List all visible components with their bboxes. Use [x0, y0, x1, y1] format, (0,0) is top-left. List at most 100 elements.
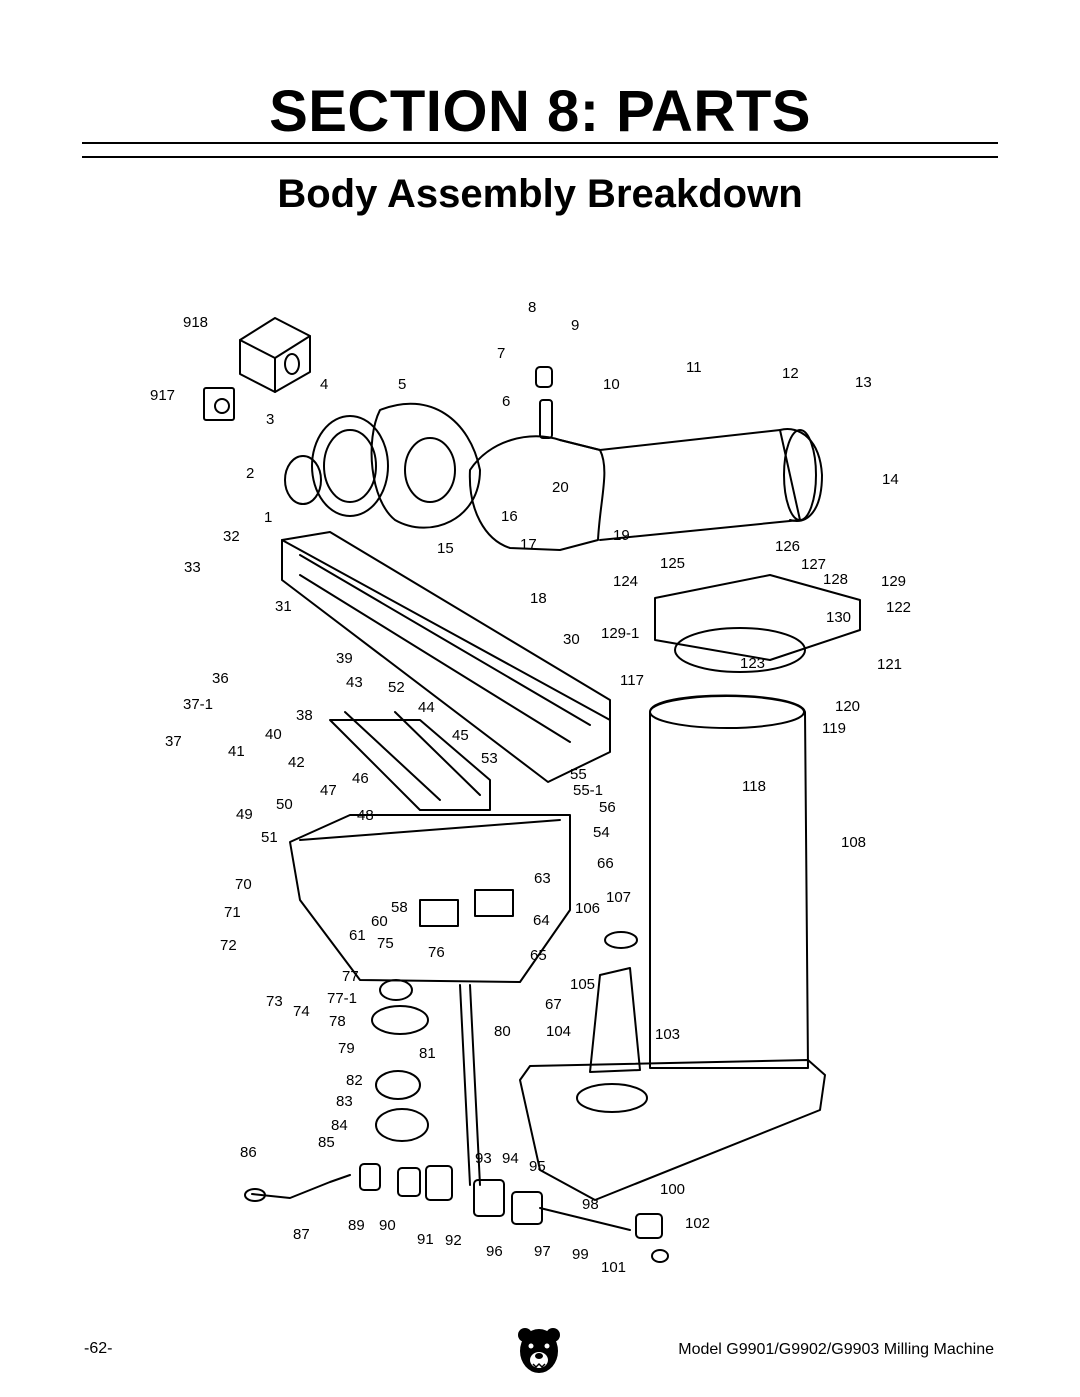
callout-label: 18 [530, 590, 547, 607]
callout-label: 63 [534, 870, 551, 887]
callout-label: 124 [613, 573, 638, 590]
callout-label: 122 [886, 599, 911, 616]
callout-label: 80 [494, 1023, 511, 1040]
callout-label: 106 [575, 900, 600, 917]
callout-label: 5 [398, 376, 406, 393]
grizzly-bear-logo-icon [518, 1328, 560, 1373]
callout-label: 917 [150, 387, 175, 404]
callout-label: 37-1 [183, 696, 213, 713]
callout-label: 73 [266, 993, 283, 1010]
callout-label: 94 [502, 1150, 519, 1167]
callout-label: 42 [288, 754, 305, 771]
callout-label: 91 [417, 1231, 434, 1248]
callout-label: 78 [329, 1013, 346, 1030]
section-title: SECTION 8: PARTS [269, 79, 811, 144]
callout-label: 130 [826, 609, 851, 626]
callout-label: 48 [357, 807, 374, 824]
callout-label: 19 [613, 527, 630, 544]
callout-label: 50 [276, 796, 293, 813]
callout-label: 67 [545, 996, 562, 1013]
callout-label: 53 [481, 750, 498, 767]
callout-label: 105 [570, 976, 595, 993]
callout-label: 15 [437, 540, 454, 557]
callout-label: 14 [882, 471, 899, 488]
callout-label: 107 [606, 889, 631, 906]
callout-label: 89 [348, 1217, 365, 1234]
callout-label: 81 [419, 1045, 436, 1062]
callout-label: 120 [835, 698, 860, 715]
callout-label: 13 [855, 374, 872, 391]
callout-label: 38 [296, 707, 313, 724]
callout-label: 75 [377, 935, 394, 952]
callout-label: 41 [228, 743, 245, 760]
callout-label: 8 [528, 299, 536, 316]
callout-label: 83 [336, 1093, 353, 1110]
callout-label: 6 [502, 393, 510, 410]
callout-label: 72 [220, 937, 237, 954]
callout-label: 129 [881, 573, 906, 590]
callout-label: 31 [275, 598, 292, 615]
callout-label: 125 [660, 555, 685, 572]
callout-label: 77-1 [327, 990, 357, 1007]
callout-label: 12 [782, 365, 799, 382]
callout-label: 129-1 [601, 625, 639, 642]
callout-label: 20 [552, 479, 569, 496]
callout-label: 117 [620, 672, 644, 689]
footer-model-name: Model G9901/G9902/G9903 Milling Machine [678, 1341, 994, 1358]
callout-label: 86 [240, 1144, 257, 1161]
callout-label: 92 [445, 1232, 462, 1249]
callout-label: 60 [371, 913, 388, 930]
callout-label: 119 [822, 720, 846, 737]
callout-label: 74 [293, 1003, 310, 1020]
header-rule-top [82, 142, 998, 144]
callout-label: 99 [572, 1246, 589, 1263]
callout-label: 58 [391, 899, 408, 916]
callout-label: 95 [529, 1158, 546, 1175]
callout-label: 54 [593, 824, 610, 841]
callout-label: 84 [331, 1117, 348, 1134]
callout-label: 39 [336, 650, 353, 667]
callout-label: 46 [352, 770, 369, 787]
callout-label: 90 [379, 1217, 396, 1234]
callout-label: 1 [264, 509, 272, 526]
callout-label: 87 [293, 1226, 310, 1243]
callout-label: 56 [599, 799, 616, 816]
callout-label: 64 [533, 912, 550, 929]
callout-label: 118 [742, 778, 766, 795]
callout-label: 93 [475, 1150, 492, 1167]
callout-label: 17 [520, 536, 537, 553]
callout-label: 79 [338, 1040, 355, 1057]
callout-label: 127 [801, 556, 826, 573]
callout-label: 44 [418, 699, 435, 716]
callout-label: 128 [823, 571, 848, 588]
callout-label: 10 [603, 376, 620, 393]
callout-label: 82 [346, 1072, 363, 1089]
callout-label: 4 [320, 376, 328, 393]
callout-label: 2 [246, 465, 254, 482]
callout-label: 71 [224, 904, 241, 921]
callout-label: 104 [546, 1023, 571, 1040]
callout-label: 36 [212, 670, 229, 687]
callout-label: 96 [486, 1243, 503, 1260]
callout-label: 7 [497, 345, 505, 362]
callout-label: 918 [183, 314, 208, 331]
callout-label: 32 [223, 528, 240, 545]
callout-label: 55 [570, 766, 587, 783]
callout-label: 49 [236, 806, 253, 823]
callout-label: 33 [184, 559, 201, 576]
callout-label: 66 [597, 855, 614, 872]
callout-label: 102 [685, 1215, 710, 1232]
callout-label: 100 [660, 1181, 685, 1198]
callout-label: 61 [349, 927, 366, 944]
callout-label: 40 [265, 726, 282, 743]
callout-label: 70 [235, 876, 252, 893]
callout-label: 97 [534, 1243, 551, 1260]
callout-label: 85 [318, 1134, 335, 1151]
callout-label: 108 [841, 834, 866, 851]
callout-label: 11 [686, 359, 702, 376]
page-number: -62- [84, 1340, 113, 1357]
callout-label: 16 [501, 508, 518, 525]
diagram-callouts: 918 917 8 9 7 10 4 5 11 12 13 3 6 2 14 1… [150, 299, 911, 1276]
callout-label: 101 [601, 1259, 626, 1276]
